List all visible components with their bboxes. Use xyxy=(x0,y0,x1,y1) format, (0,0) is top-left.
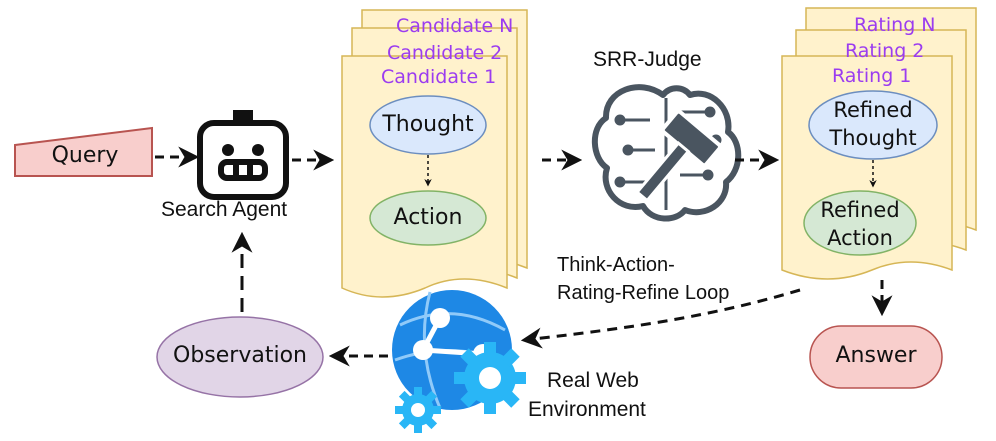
arrow-loop-to-environment xyxy=(520,288,801,349)
thought-node xyxy=(369,95,487,155)
rating-n-label: Rating N xyxy=(854,14,936,36)
query-label: Query xyxy=(51,143,119,168)
refined-thought-node xyxy=(808,90,938,160)
refined-action-label-2: Action xyxy=(827,226,893,250)
answer-label: Answer xyxy=(835,343,917,368)
globe-gears-icon xyxy=(392,290,526,433)
candidate-1-label: Candidate 1 xyxy=(381,66,497,88)
refined-action-node xyxy=(803,190,917,256)
environment-label-line1: Real Web xyxy=(547,369,639,392)
search-agent-label: Search Agent xyxy=(161,198,288,221)
brain-gavel-icon xyxy=(591,84,742,222)
answer-node xyxy=(809,325,943,389)
loop-label-line2: Rating-Refine Loop xyxy=(557,282,730,304)
refined-thought-label-1: Refined xyxy=(833,98,913,122)
observation-label: Observation xyxy=(173,343,307,368)
action-label: Action xyxy=(393,205,463,230)
thought-label: Thought xyxy=(382,112,474,137)
candidate-2-label: Candidate 2 xyxy=(387,42,503,64)
environment-label-line2: Environment xyxy=(528,398,646,421)
rating-2-label: Rating 2 xyxy=(845,40,925,62)
observation-node xyxy=(156,316,324,398)
srr-judge-label: SRR-Judge xyxy=(593,48,702,71)
query-node xyxy=(14,126,153,177)
loop-label-line1: Think-Action- xyxy=(557,254,675,276)
rating-1-label: Rating 1 xyxy=(832,65,912,87)
action-node xyxy=(369,190,487,246)
candidate-n-label: Candidate N xyxy=(396,15,514,37)
robot-icon xyxy=(197,110,289,200)
refined-thought-label-2: Thought xyxy=(829,126,917,150)
refined-action-label-1: Refined xyxy=(820,198,900,222)
